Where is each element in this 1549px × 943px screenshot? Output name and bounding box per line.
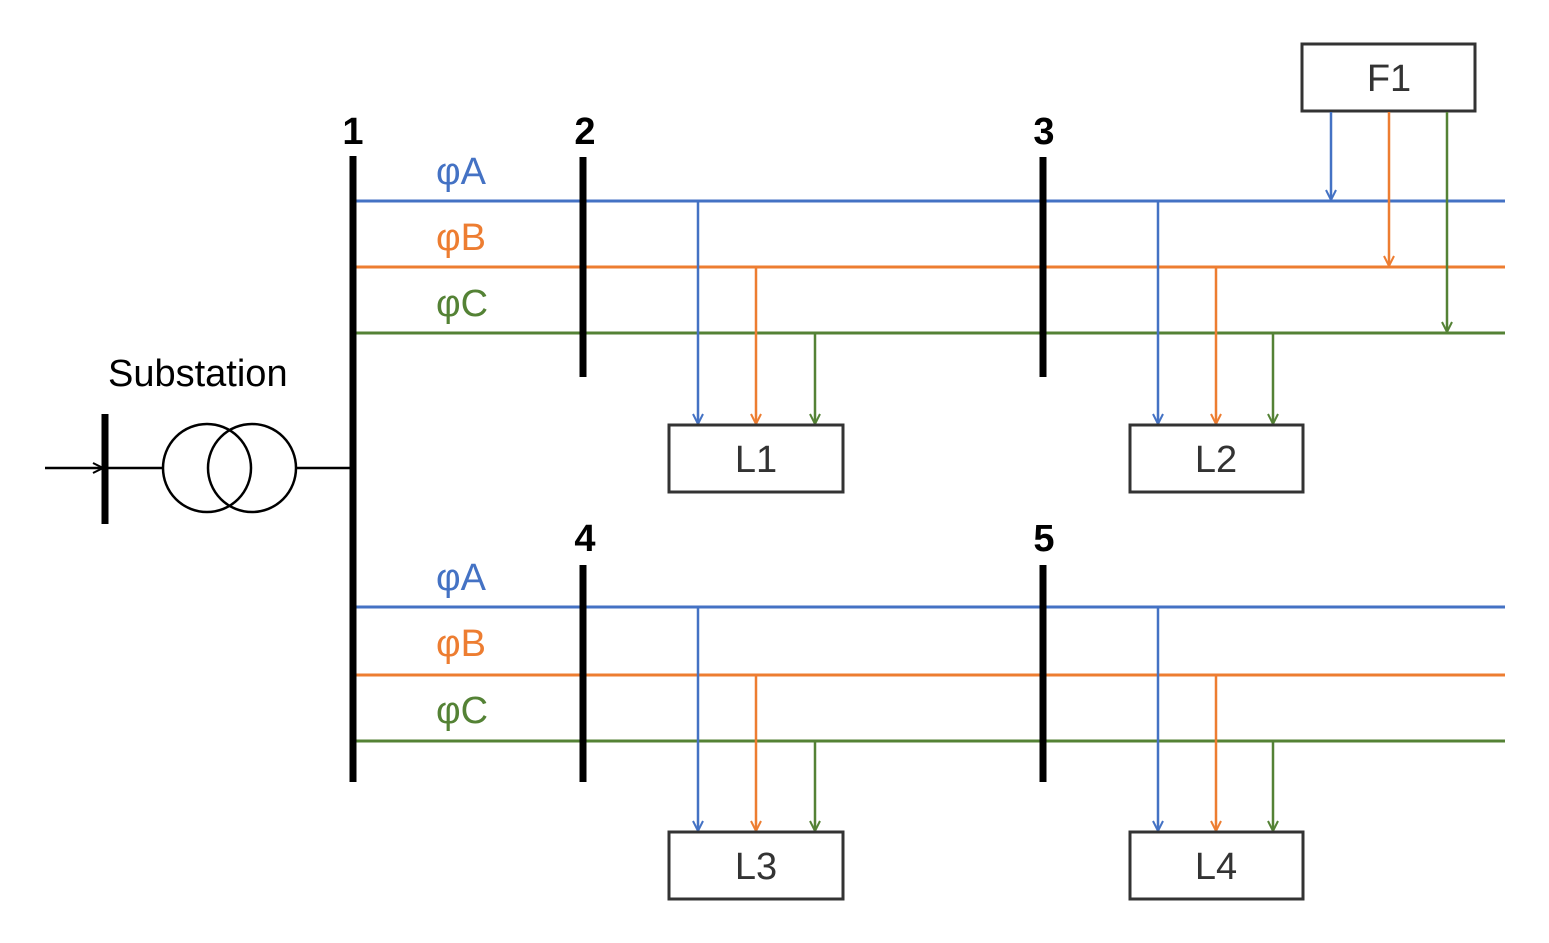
bus-2-label: 2	[574, 111, 595, 153]
L1-box	[667, 423, 845, 494]
L2-label: L2	[1195, 439, 1237, 481]
load-L1: L1	[667, 201, 845, 494]
upper-phase-a-label: φA	[436, 151, 487, 193]
substation: Substation	[45, 353, 352, 524]
bus-1-label: 1	[342, 111, 363, 153]
L4-box	[1128, 830, 1305, 901]
transformer-icon	[161, 422, 298, 514]
load-L4: L4	[1128, 607, 1305, 901]
bus-4-label: 4	[574, 518, 595, 560]
L3-label: L3	[735, 846, 777, 888]
L4-label: L4	[1195, 846, 1237, 888]
upper-phase-c-label: φC	[436, 283, 488, 325]
lower-phase-c-label: φC	[436, 690, 488, 732]
F1-box	[1300, 42, 1477, 113]
L1-label: L1	[735, 439, 777, 481]
load-L2: L2	[1128, 201, 1305, 494]
upper-phase-b-label: φB	[436, 217, 486, 259]
bus-5-label: 5	[1033, 518, 1054, 560]
F1-label: F1	[1367, 58, 1411, 100]
L2-box	[1128, 423, 1305, 494]
lower-phase-a-label: φA	[436, 557, 487, 599]
substation-label: Substation	[108, 353, 288, 395]
bus-3-label: 3	[1033, 111, 1054, 153]
L3-box	[667, 830, 845, 901]
lower-phase-b-label: φB	[436, 623, 486, 665]
load-L3: L3	[667, 607, 845, 901]
source-F1: F1	[1300, 42, 1477, 332]
